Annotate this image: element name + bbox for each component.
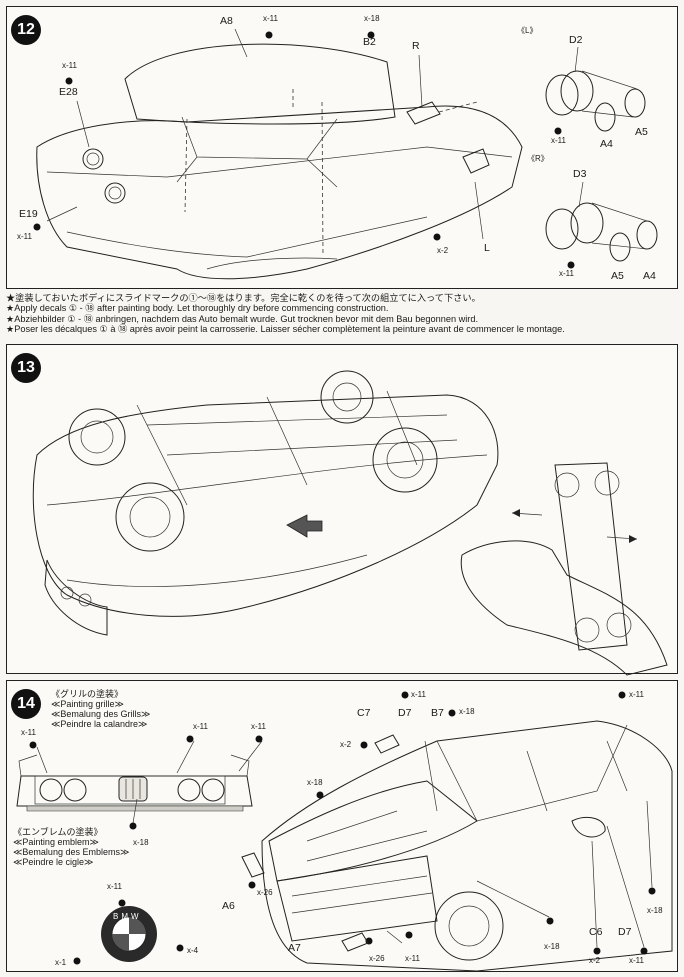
label-side-l: 《L》 <box>517 26 538 35</box>
label-x1: x-1 <box>55 958 67 967</box>
label-x11-d7: x-11 <box>629 956 644 965</box>
step-13-badge: 13 <box>11 353 41 383</box>
label-x11-a7: x-11 <box>405 954 420 963</box>
label-x11-top: x-11 <box>263 14 278 23</box>
grille-diagram <box>16 754 253 812</box>
mirror-assembly-right <box>545 202 658 262</box>
label-x26-a7: x-26 <box>369 954 385 963</box>
label-x18-engine: x-18 <box>307 778 323 787</box>
note-french: ★Poser les décalques ① à ⑱ après avoir p… <box>6 324 565 335</box>
label-a7: A7 <box>288 942 301 954</box>
step-13-illustration <box>32 370 668 676</box>
emblem-painting-heading: 《エンブレムの塗装》 ≪Painting emblem≫ ≪Bemalung d… <box>13 827 130 867</box>
label-x18-b7: x-18 <box>459 707 475 716</box>
label-a4-r: A4 <box>643 270 656 282</box>
car-front-view <box>261 720 673 972</box>
label-x11-e19: x-11 <box>17 232 32 241</box>
label-x18-grille: x-18 <box>133 838 149 847</box>
label-a8: A8 <box>220 15 233 27</box>
label-x18-side: x-18 <box>647 906 663 915</box>
label-x11-roof: x-11 <box>629 690 644 699</box>
note-german: ★Abziehbilder ① - ⑱ anbringen, nachdem d… <box>6 313 479 324</box>
step-14-panel: 14 《グリルの塗装》 ≪Painting grille≫ ≪Bemalung … <box>6 680 678 972</box>
label-side-r: 《R》 <box>527 154 549 163</box>
label-b2: B2 <box>363 36 376 48</box>
label-c6: C6 <box>589 926 603 938</box>
note-english: ★Apply decals ① - ⑱ after painting body.… <box>6 303 389 314</box>
label-x26-a6: x-26 <box>257 888 273 897</box>
label-a4-l: A4 <box>600 138 613 150</box>
label-x11-grille-right: x-11 <box>251 722 266 731</box>
bmw-emblem <box>101 906 157 962</box>
label-a6: A6 <box>222 900 235 912</box>
label-bmw: BMW <box>113 912 142 921</box>
grille-painting-heading: 《グリルの塗装》 ≪Painting grille≫ ≪Bemalung des… <box>51 689 151 729</box>
label-x2: x-2 <box>437 246 449 255</box>
label-d2: D2 <box>569 34 583 46</box>
step-12-badge: 12 <box>11 15 41 45</box>
label-c7: C7 <box>357 707 371 719</box>
label-e28: E28 <box>59 86 78 98</box>
label-x11-l: x-11 <box>551 136 566 145</box>
step-14-illustration <box>16 691 673 972</box>
label-l: L <box>484 242 490 254</box>
label-d3: D3 <box>573 168 587 180</box>
step-12-panel: 12 <box>6 6 678 289</box>
step-13-panel: 13 <box>6 344 678 676</box>
label-x4: x-4 <box>187 946 199 955</box>
label-x2-c7: x-2 <box>340 740 352 749</box>
label-x11-left: x-11 <box>62 61 77 70</box>
label-a5-r: A5 <box>611 270 624 282</box>
note-japanese: ★塗装しておいたボディにスライドマークの①〜⑱をはります。完全に乾くのを待って次… <box>6 293 481 303</box>
step-14-badge: 14 <box>11 689 41 719</box>
label-d7-bottom: D7 <box>618 926 632 938</box>
label-r: R <box>412 40 420 52</box>
label-x11-grille-mid: x-11 <box>193 722 208 731</box>
label-a5-l: A5 <box>635 126 648 138</box>
label-x11-hood-top: x-11 <box>411 690 426 699</box>
step-12-illustration <box>33 28 658 280</box>
label-e19: E19 <box>19 208 38 220</box>
label-d7-top: D7 <box>398 707 412 719</box>
label-x18-top: x-18 <box>364 14 380 23</box>
label-x18-front: x-18 <box>544 942 560 951</box>
decal-instructions: ★塗装しておいたボディにスライドマークの①〜⑱をはります。完全に乾くのを待って次… <box>6 293 678 335</box>
label-x11-r: x-11 <box>559 269 574 278</box>
mirror-assembly-left <box>545 70 646 132</box>
label-x11-emblem-top: x-11 <box>107 882 122 891</box>
label-b7: B7 <box>431 707 444 719</box>
label-x2-c6: x-2 <box>589 956 601 965</box>
label-x11-grille-left: x-11 <box>21 728 36 737</box>
